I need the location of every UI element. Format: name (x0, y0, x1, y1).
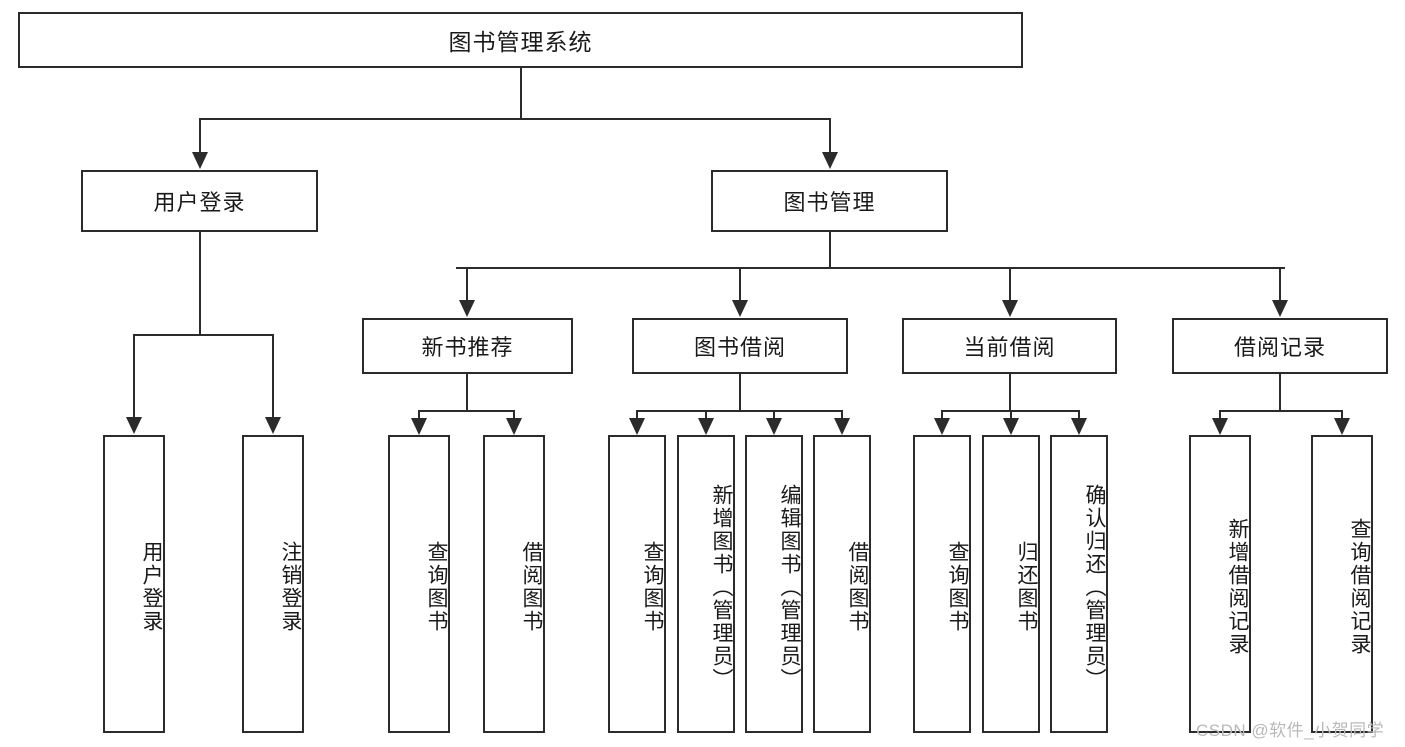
node-leaf-borrow-book-recommend[interactable]: 借阅图书 (483, 435, 545, 733)
node-root-system[interactable]: 图书管理系统 (18, 12, 1023, 68)
connector-bookmgmt-stem (829, 232, 831, 269)
node-borrow-records[interactable]: 借阅记录 (1172, 318, 1388, 374)
arrow-borrow-to-leaf-4 (629, 418, 645, 435)
connector-root-to-login (199, 118, 201, 153)
node-new-book-recommend[interactable]: 新书推荐 (362, 318, 573, 374)
connector-root-stem (520, 68, 522, 119)
connector-login-bus (133, 334, 273, 336)
connector-newbook-to-leaf-2 (418, 410, 420, 420)
csdn-watermark: CSDN @软件_小贺同学 (1196, 721, 1385, 740)
node-leaf-add-book-admin[interactable]: 新增图书（管理员） (677, 435, 735, 733)
connector-bookmgmt-to-records (1279, 267, 1281, 301)
node-leaf-query-book-borrow[interactable]: 查询图书 (608, 435, 666, 733)
arrow-bookmgmt-to-current (1002, 300, 1018, 317)
connector-records-to-leaf-12 (1341, 410, 1343, 420)
node-user-login[interactable]: 用户登录 (81, 170, 318, 232)
connector-newbook-stem (466, 374, 468, 412)
node-borrow-records-label: 借阅记录 (1233, 335, 1326, 360)
node-book-management[interactable]: 图书管理 (711, 170, 948, 232)
node-leaf-label: 查询图书 (641, 541, 664, 633)
connector-bookmgmt-to-newbook (466, 267, 468, 301)
arrow-records-to-leaf-12 (1334, 418, 1350, 435)
connector-borrow-to-leaf-5 (705, 410, 707, 420)
node-leaf-label: 注销登录 (279, 541, 302, 633)
connector-newbook-to-leaf-3 (513, 410, 515, 420)
node-user-login-label: 用户登录 (153, 190, 246, 215)
connector-borrow-to-leaf-4 (636, 410, 638, 420)
connector-borrow-stem (739, 374, 741, 412)
connector-records-bus (1219, 410, 1343, 412)
node-leaf-user-login[interactable]: 用户登录 (103, 435, 165, 733)
arrow-login-to-leaf-0 (126, 417, 142, 434)
arrow-login-to-leaf-1 (265, 417, 281, 434)
connector-records-to-leaf-11 (1219, 410, 1221, 420)
node-leaf-label: 归还图书 (1015, 541, 1038, 633)
node-new-book-recommend-label: 新书推荐 (421, 335, 514, 360)
node-leaf-label: 查询图书 (946, 541, 969, 633)
node-leaf-query-borrow-record[interactable]: 查询借阅记录 (1311, 435, 1373, 733)
connector-current-to-leaf-8 (941, 410, 943, 420)
connector-records-stem (1279, 374, 1281, 412)
node-leaf-label: 新增借阅记录 (1226, 518, 1249, 656)
connector-newbook-bus (418, 410, 515, 412)
arrow-newbook-to-leaf-3 (506, 418, 522, 435)
node-leaf-confirm-return-admin[interactable]: 确认归还（管理员） (1050, 435, 1108, 733)
node-leaf-borrow-book[interactable]: 借阅图书 (813, 435, 871, 733)
connector-borrow-to-leaf-6 (773, 410, 775, 420)
connector-login-stem (199, 232, 201, 336)
arrow-borrow-to-leaf-6 (766, 418, 782, 435)
connector-borrow-to-leaf-7 (841, 410, 843, 420)
connector-login-to-leaf-1 (272, 334, 274, 418)
node-leaf-label: 用户登录 (140, 541, 163, 633)
arrow-current-to-leaf-9 (1003, 418, 1019, 435)
node-leaf-label: 借阅图书 (520, 541, 543, 633)
arrow-borrow-to-leaf-5 (698, 418, 714, 435)
node-leaf-logout[interactable]: 注销登录 (242, 435, 304, 733)
connector-bookmgmt-to-borrow (739, 267, 741, 301)
node-leaf-label: 借阅图书 (846, 541, 869, 633)
node-book-management-label: 图书管理 (783, 190, 876, 215)
node-leaf-label: 新增图书（管理员） (710, 483, 733, 691)
connector-current-stem (1009, 374, 1011, 412)
node-leaf-label: 查询借阅记录 (1348, 518, 1371, 656)
node-leaf-label: 确认归还（管理员） (1083, 483, 1106, 691)
connector-current-to-leaf-9 (1010, 410, 1012, 420)
node-book-borrow-label: 图书借阅 (693, 335, 786, 360)
node-leaf-return-book[interactable]: 归还图书 (982, 435, 1040, 733)
node-current-borrow-label: 当前借阅 (963, 335, 1056, 360)
node-leaf-label: 查询图书 (425, 541, 448, 633)
arrow-records-to-leaf-11 (1212, 418, 1228, 435)
node-leaf-query-book-recommend[interactable]: 查询图书 (388, 435, 450, 733)
arrow-bookmgmt-to-newbook (459, 300, 475, 317)
arrow-bookmgmt-to-borrow (732, 300, 748, 317)
node-leaf-label: 编辑图书（管理员） (778, 483, 801, 691)
connector-root-to-bookmgmt (829, 118, 831, 153)
node-root-label: 图书管理系统 (448, 29, 593, 55)
arrow-root-to-login (192, 152, 208, 169)
connector-bookmgmt-to-current (1009, 267, 1011, 301)
node-leaf-add-borrow-record[interactable]: 新增借阅记录 (1189, 435, 1251, 733)
connector-borrow-bus (636, 410, 843, 412)
connector-root-bus (199, 118, 830, 120)
arrow-newbook-to-leaf-2 (411, 418, 427, 435)
arrow-bookmgmt-to-records (1272, 300, 1288, 317)
arrow-root-to-bookmgmt (822, 152, 838, 169)
connector-bookmgmt-bus (456, 267, 1285, 269)
connector-login-to-leaf-0 (133, 334, 135, 418)
connector-current-to-leaf-10 (1078, 410, 1080, 420)
node-leaf-query-book-current[interactable]: 查询图书 (913, 435, 971, 733)
arrow-current-to-leaf-10 (1071, 418, 1087, 435)
arrow-current-to-leaf-8 (934, 418, 950, 435)
node-leaf-edit-book-admin[interactable]: 编辑图书（管理员） (745, 435, 803, 733)
arrow-borrow-to-leaf-7 (834, 418, 850, 435)
node-current-borrow[interactable]: 当前借阅 (902, 318, 1117, 374)
node-book-borrow[interactable]: 图书借阅 (632, 318, 848, 374)
